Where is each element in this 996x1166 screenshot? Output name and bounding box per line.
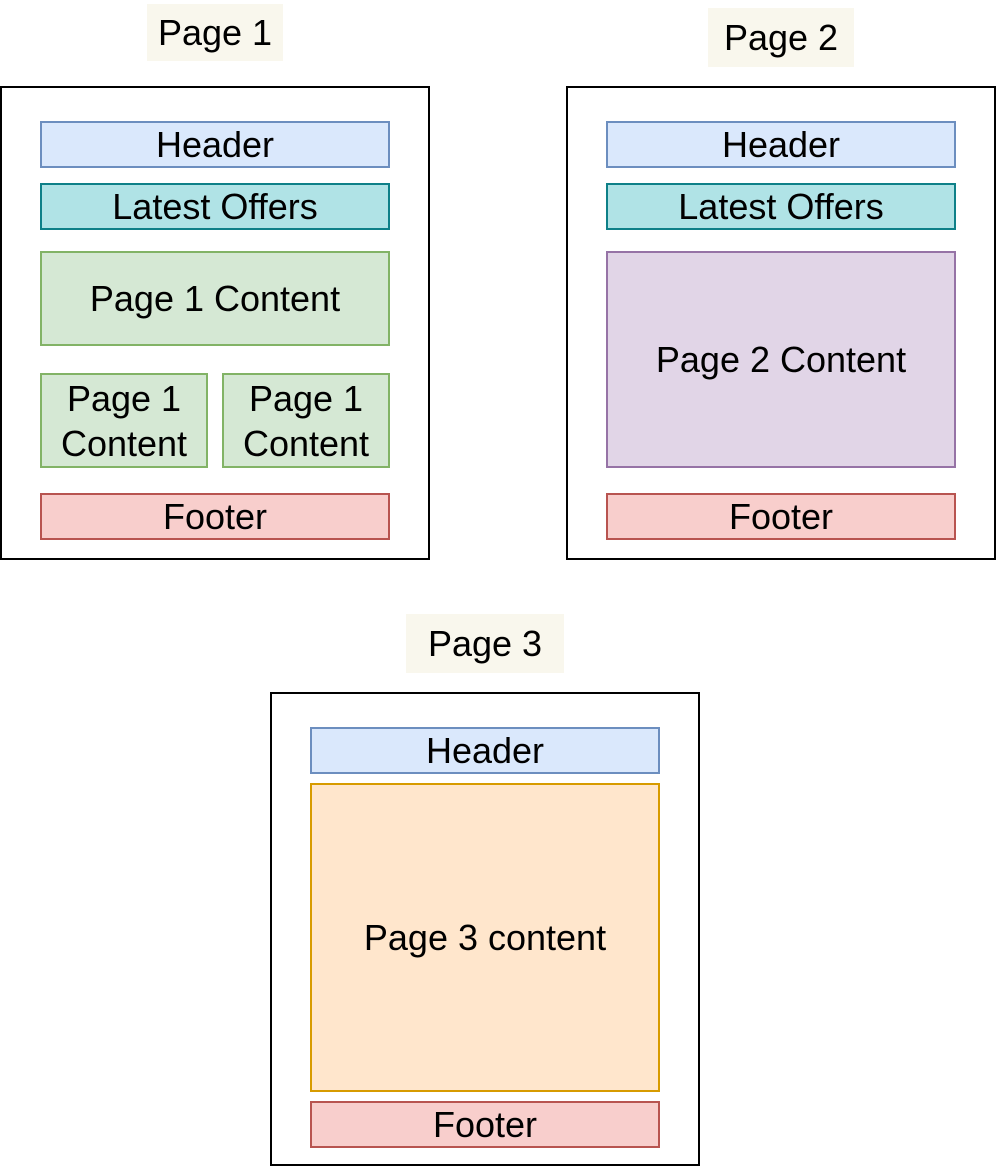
page3-header-block: Header	[310, 727, 660, 774]
page1-content-main-block: Page 1 Content	[40, 251, 390, 346]
page3-footer-block: Footer	[310, 1101, 660, 1148]
page1-header-block: Header	[40, 121, 390, 168]
page1-latest-offers-block: Latest Offers	[40, 183, 390, 230]
page1-content-right-line1: Page 1	[248, 377, 364, 419]
page3-title: Page 3	[406, 614, 564, 673]
page2-content-main-block: Page 2 Content	[606, 251, 956, 468]
page1-content-right-line2: Content	[242, 422, 370, 464]
page2-footer-block: Footer	[606, 493, 956, 540]
page1-title: Page 1	[147, 4, 283, 61]
page3-content-main-block: Page 3 content	[310, 783, 660, 1092]
page1-content-left-block: Page 1 Content	[40, 373, 208, 468]
page1-content-left-line2: Content	[60, 422, 188, 464]
page2-latest-offers-block: Latest Offers	[606, 183, 956, 230]
page2-header-block: Header	[606, 121, 956, 168]
page1-content-left-line1: Page 1	[66, 377, 182, 419]
page1-content-right-block: Page 1 Content	[222, 373, 390, 468]
page2-title: Page 2	[708, 8, 854, 67]
page1-footer-block: Footer	[40, 493, 390, 540]
